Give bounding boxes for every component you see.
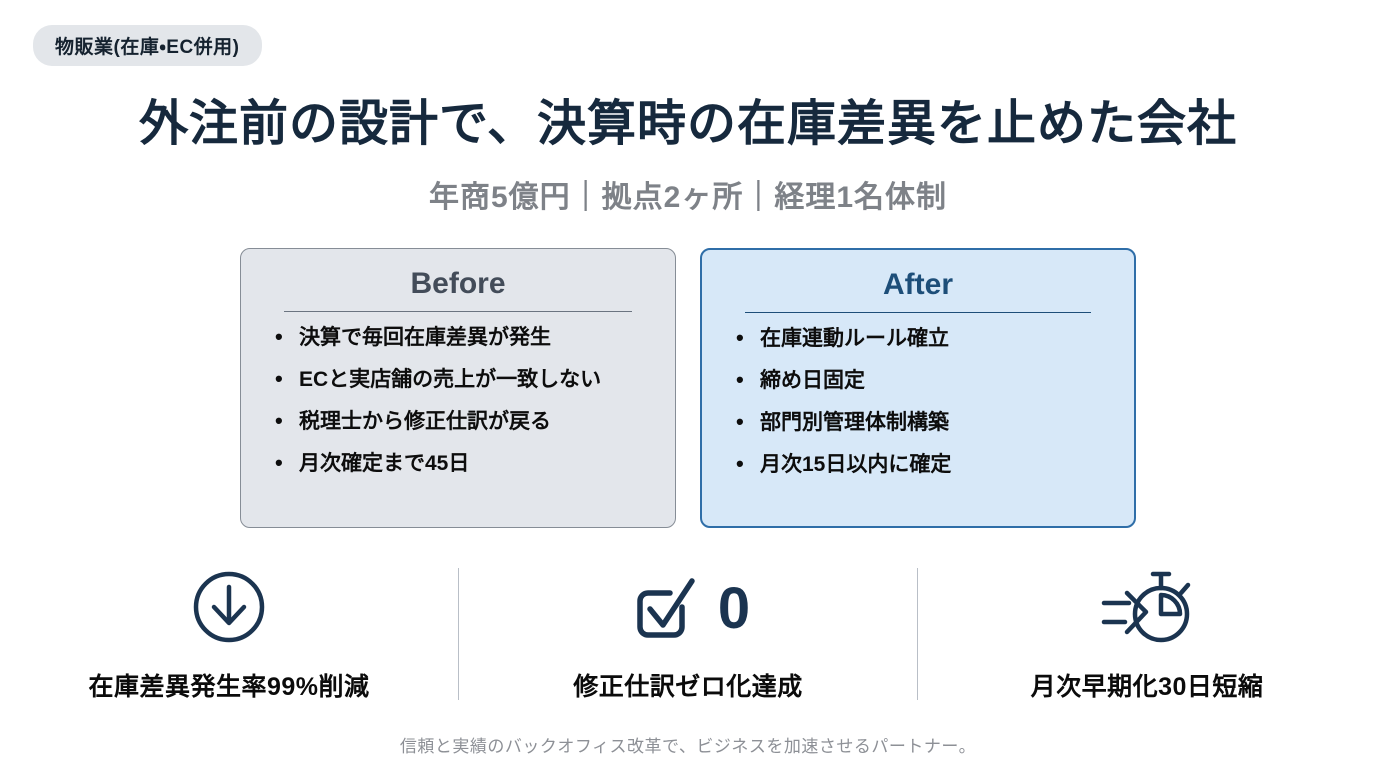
metric-label: 在庫差異発生率99%削減 (88, 673, 370, 701)
metrics-divider (458, 568, 459, 700)
before-box: Before 決算で毎回在庫差異が発生 ECと実店舗の売上が一致しない 税理士か… (240, 248, 676, 528)
before-list: 決算で毎回在庫差異が発生 ECと実店舗の売上が一致しない 税理士から修正仕訳が戻… (269, 325, 647, 476)
metric-inventory-reduction: 在庫差異発生率99%削減 (0, 565, 458, 703)
before-list-item: 月次確定まで45日 (269, 451, 647, 475)
comparison-section: Before 決算で毎回在庫差異が発生 ECと実店舗の売上が一致しない 税理士か… (0, 248, 1376, 528)
metric-label: 修正仕訳ゼロ化達成 (573, 673, 803, 701)
arrow-down-circle-icon (189, 565, 269, 649)
metrics-divider (917, 568, 918, 700)
before-list-item: ECと実店舗の売上が一致しない (269, 367, 647, 391)
before-list-item: 決算で毎回在庫差異が発生 (269, 325, 647, 349)
metric-zero-corrections: 0 修正仕訳ゼロ化達成 (459, 565, 917, 703)
category-badge-label: 物販業(在庫・EC併用) (55, 37, 240, 58)
footer-tagline: 信頼と実績のバックオフィス改革で、ビジネスを加速させるパートナー。 (399, 737, 977, 756)
after-list-item: 部門別管理体制構築 (730, 410, 1106, 434)
metric-monthly-speedup: 月次早期化30日短縮 (918, 565, 1376, 703)
metrics-row: 在庫差異発生率99%削減 0 修正仕訳ゼロ化達成 (0, 565, 1376, 703)
before-list-item: 税理士から修正仕訳が戻る (269, 409, 647, 433)
after-box: After 在庫連動ルール確立 締め日固定 部門別管理体制構築 月次15日以内に… (700, 248, 1136, 528)
before-box-divider (284, 311, 632, 312)
before-box-title: Before (410, 267, 506, 300)
checkbox-check-icon: 0 (626, 565, 750, 649)
stopwatch-fast-icon (1098, 565, 1196, 649)
after-box-title: After (882, 268, 953, 301)
after-list-item: 締め日固定 (730, 368, 1106, 392)
after-box-divider (745, 312, 1091, 313)
metric-label: 月次早期化30日短縮 (1030, 673, 1264, 701)
zero-value: 0 (717, 576, 751, 641)
page-subtitle: 年商5億円｜拠点2ヶ所｜経理1名体制 (428, 181, 948, 214)
after-list-item: 月次15日以内に確定 (730, 452, 1106, 476)
after-list: 在庫連動ルール確立 締め日固定 部門別管理体制構築 月次15日以内に確定 (730, 326, 1106, 477)
page-title: 外注前の設計で、決算時の在庫差異を止めた会社 (138, 97, 1238, 151)
category-badge: 物販業(在庫・EC併用) (33, 25, 262, 66)
after-list-item: 在庫連動ルール確立 (730, 326, 1106, 350)
